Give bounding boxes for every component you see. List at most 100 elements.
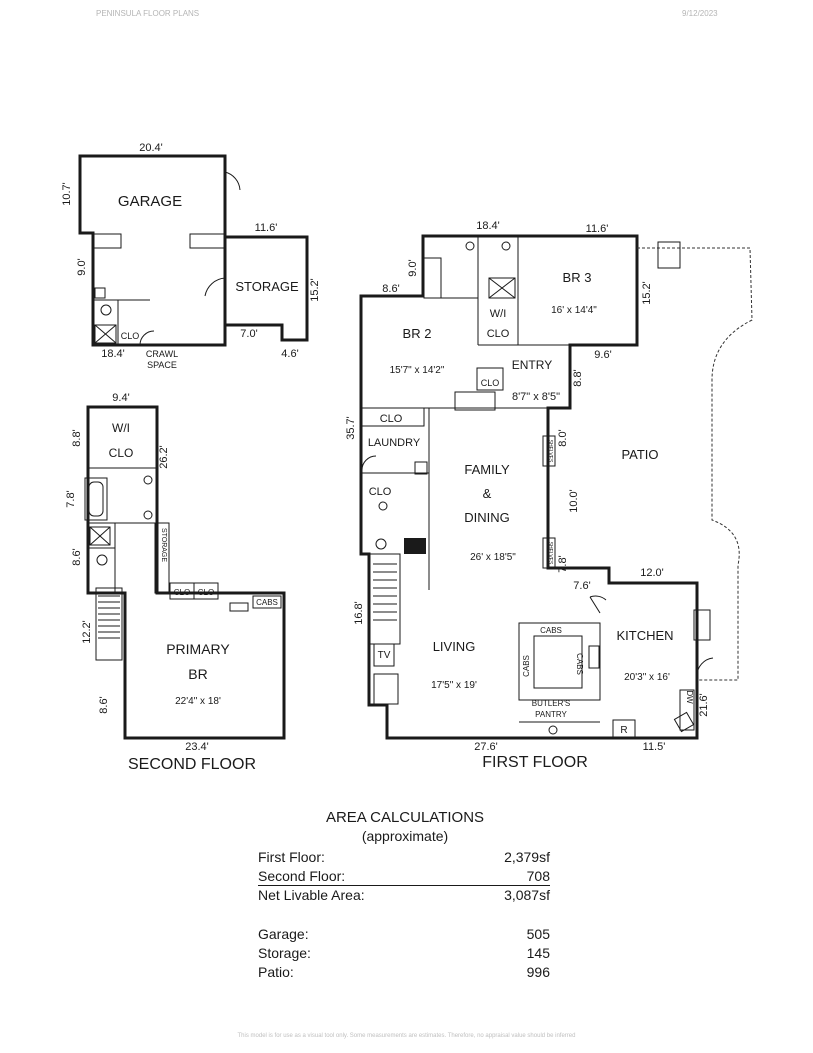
br3-label: BR 3 [563,270,592,285]
shelves-bottom [542,537,556,569]
patio-label: PATIO [621,447,658,462]
sink-icon [143,510,153,520]
butlers-pantry-outline [518,622,601,701]
kitchen-label: KITCHEN [616,628,673,643]
stair-icon [95,587,123,661]
area-row-label: Garage: [258,926,309,942]
sink-icon [465,241,475,251]
br3-size: 16' x 14'4" [551,305,597,316]
area-row: Garage: 505 [250,925,560,944]
closet-b [193,582,219,600]
entry-clo-label: CLO [481,378,500,388]
cabs-label: CABS [256,598,278,607]
second-floor-title: SECOND FLOOR [128,756,256,773]
toilet-icon [378,501,388,511]
storage-closet [154,522,170,594]
dim-label: 26.2' [158,445,170,469]
dim-label: 11.5' [643,741,666,753]
area-row-value: 3,087sf [504,887,550,903]
dim-label: 16.8' [353,601,365,625]
wi-label-1: W/I [112,421,130,435]
sink-icon [673,711,695,733]
garage-storage-block: GARAGE STORAGE CLO CRAWL SPACE 20.4' 10.… [61,142,321,370]
dim-label: 8.6' [71,548,83,565]
dim-label: 7.8' [557,555,569,572]
br2-size: 15'7" x 14'2" [390,365,445,376]
dim-label: 10.7' [61,182,73,206]
dim-label: 8.0' [557,429,569,446]
wi-label: W/I [490,308,507,320]
grill-icon [657,241,681,269]
area-row: Storage: 145 [250,944,560,963]
washer-icon [414,461,428,475]
area-title: AREA CALCULATIONS [325,809,485,826]
dim-label: 23.4' [185,741,209,753]
area-row-value: 2,379sf [504,849,550,865]
dim-label: 18.4' [101,348,125,360]
dw-label: DW [685,690,694,704]
br3-clo-label: CLO [487,328,510,340]
dim-label: 21.6' [698,693,710,717]
shelves-label: SHELVES [547,440,553,463]
fireplace-icon [229,602,249,612]
area-calculations: AREA CALCULATIONS (approximate) First Fl… [250,808,560,982]
cooktop-icon [588,645,600,669]
kitchen-size: 20'3" x 16' [624,672,670,683]
dim-label: 9.6' [594,349,611,361]
fridge-label: R [620,725,627,736]
clo-a-label: CLO [174,588,190,597]
shower-icon [89,526,111,546]
dim-label: 20.4' [139,142,163,154]
shelves-label: SHELVES [547,542,553,565]
toilet-icon [100,304,112,316]
fireplace-icon [373,673,399,705]
laundry-label: LAUNDRY [368,437,421,449]
area-row-value: 996 [526,964,550,980]
area-row: Patio: 996 [250,963,560,982]
tv-label: TV [378,650,391,661]
dining-label: DINING [464,510,510,525]
dim-label: 9.4' [112,392,129,404]
bathtub-icon [84,477,108,521]
dim-label: 15.2' [309,278,321,302]
dim-label: 4.6' [281,348,298,360]
sink-icon [548,725,558,735]
dim-label: 27.6' [474,741,498,753]
sink-icon [375,538,387,550]
tv-cabinet [373,643,395,667]
header-date: 9/12/2023 [682,9,718,18]
dim-label: 7.8' [65,490,77,507]
cabs-top-label: CABS [540,626,562,635]
butler-label-1: BUTLER'S [532,699,570,708]
primary-suite-walls [86,405,286,740]
dim-label: 12.0' [640,567,664,579]
garage-post-right [189,233,226,249]
crawl-door-swing [139,330,155,346]
garage-post-left [92,233,122,249]
area-row-value: 505 [526,926,550,942]
area-row-label: First Floor: [258,849,325,865]
dim-label: 9.0' [407,259,419,276]
toilet-icon [501,241,511,251]
range-icon [693,609,711,641]
dim-label: 7.6' [573,580,590,592]
stair-dark-icon [404,538,426,554]
dim-label: 8.8' [71,429,83,446]
patio-outline [637,247,753,681]
dim-label: 8.8' [572,369,584,386]
laundry-clo-label: CLO [380,413,403,425]
area-row-label: Net Livable Area: [258,887,365,903]
dim-label: 18.4' [476,220,500,232]
living-size: 17'5" x 19' [431,680,477,691]
crawl-label-2: SPACE [147,360,177,370]
garage-walls [78,154,227,347]
area-row-label: Second Floor: [258,868,346,884]
bathtub-icon [423,257,442,299]
first-floor-block: BR 2 15'7" x 14'2" BR 3 16' x 14'4" W/I … [345,220,753,753]
fridge-box [612,719,636,739]
cabs-right-label: CABS [575,653,584,675]
clo-b-label: CLO [198,588,214,597]
area-row: First Floor: 2,379sf [250,848,560,867]
garage-clo-label: CLO [121,331,140,341]
